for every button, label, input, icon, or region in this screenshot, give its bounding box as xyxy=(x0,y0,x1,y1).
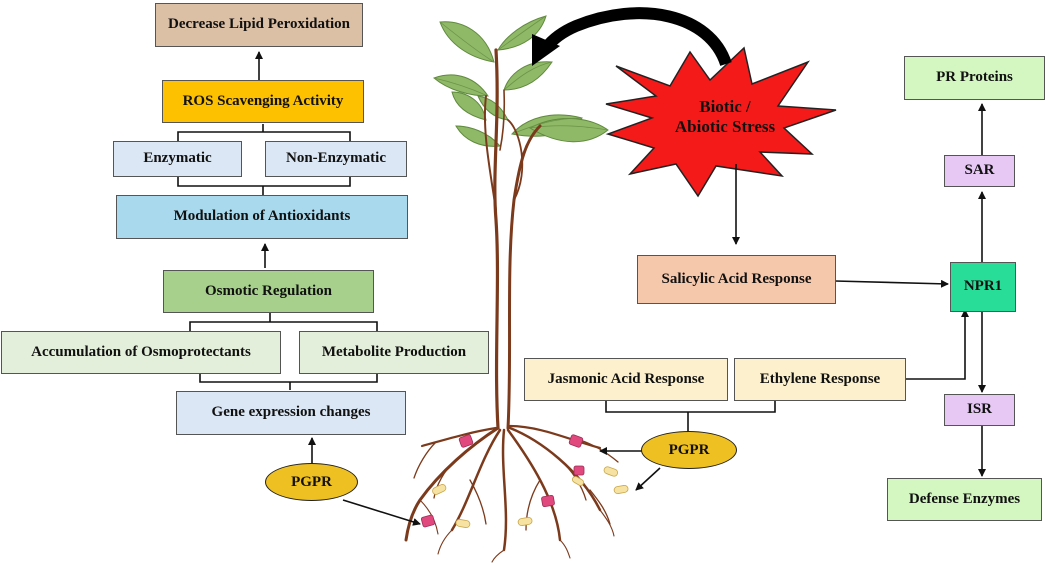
label-isr: ISR xyxy=(966,401,992,418)
label-pgpr-left: PGPR xyxy=(291,473,332,490)
plant-roots xyxy=(404,424,619,563)
box-enzymatic: Enzymatic xyxy=(113,141,242,177)
root-bacteria xyxy=(432,466,629,529)
label-enzymatic: Enzymatic xyxy=(143,150,212,167)
box-modulation-antioxidants: Modulation of Antioxidants xyxy=(116,195,408,239)
plant-illustration xyxy=(404,15,629,563)
box-npr1: NPR1 xyxy=(950,262,1016,312)
label-defense-enzymes: Defense Enzymes xyxy=(908,490,1021,507)
label-osmoprotectants: Accumulation of Osmoprotectants xyxy=(31,343,251,360)
bracket-ja-et xyxy=(605,400,776,413)
box-jasmonic-acid: Jasmonic Acid Response xyxy=(524,358,728,401)
label-non-enzymatic: Non-Enzymatic xyxy=(286,150,386,167)
curved-arrow-head xyxy=(532,34,560,66)
label-salicylic-acid: Salicylic Acid Response xyxy=(661,270,812,287)
label-metabolite-production: Metabolite Production xyxy=(321,343,467,360)
bracket-enzymatic-top xyxy=(177,131,351,142)
box-osmoprotectants: Accumulation of Osmoprotectants xyxy=(1,331,281,374)
label-ros-scavenging: ROS Scavenging Activity xyxy=(182,92,344,109)
label-decrease-lipid-peroxidation: Decrease Lipid Peroxidation xyxy=(168,16,350,33)
stress-star-shape xyxy=(605,46,837,198)
label-jasmonic-acid: Jasmonic Acid Response xyxy=(547,370,705,387)
box-pr-proteins: PR Proteins xyxy=(904,56,1045,100)
label-gene-expression: Gene expression changes xyxy=(211,404,371,421)
bracket-enzymatic-bottom xyxy=(177,176,351,187)
arrow-ethylene-to-npr1 xyxy=(906,309,969,380)
box-metabolite-production: Metabolite Production xyxy=(299,331,489,374)
label-pr-proteins: PR Proteins xyxy=(936,69,1013,86)
label-pgpr-center: PGPR xyxy=(668,441,710,458)
stress-label-line1: Biotic / xyxy=(699,97,751,117)
stress-burst xyxy=(605,46,837,198)
box-decrease-lipid-peroxidation: Decrease Lipid Peroxidation xyxy=(155,3,363,47)
stress-label: Biotic / Abiotic Stress xyxy=(650,92,800,142)
box-ros-scavenging: ROS Scavenging Activity xyxy=(162,80,364,123)
label-modulation-antioxidants: Modulation of Antioxidants xyxy=(173,208,351,225)
bracket-osmo-top xyxy=(189,321,378,332)
box-isr: ISR xyxy=(944,394,1015,426)
arrow-pgpr-to-roots-b xyxy=(635,467,661,491)
pgpr-ellipse-left: PGPR xyxy=(265,463,358,501)
arrow-salicylic-to-npr1 xyxy=(834,279,949,288)
plant-leaf-veins xyxy=(433,15,609,135)
box-salicylic-acid: Salicylic Acid Response xyxy=(637,255,836,304)
box-non-enzymatic: Non-Enzymatic xyxy=(265,141,407,177)
root-nodules xyxy=(420,434,585,528)
label-npr1: NPR1 xyxy=(963,278,1003,295)
connectors xyxy=(177,51,986,526)
box-sar: SAR xyxy=(944,155,1015,187)
box-ethylene: Ethylene Response xyxy=(734,358,906,401)
stress-label-line2: Abiotic Stress xyxy=(674,117,776,136)
arrow-pgpr-to-root xyxy=(342,499,421,526)
curved-arrow-shaft xyxy=(541,7,732,67)
box-gene-expression: Gene expression changes xyxy=(176,391,406,435)
label-sar: SAR xyxy=(964,162,995,179)
plant-stems xyxy=(483,48,542,430)
label-ethylene: Ethylene Response xyxy=(759,370,881,387)
box-defense-enzymes: Defense Enzymes xyxy=(887,478,1042,521)
bracket-osmo-bottom xyxy=(199,374,378,383)
label-osmotic-regulation: Osmotic Regulation xyxy=(204,282,333,299)
pgpr-ellipse-center: PGPR xyxy=(641,431,737,469)
box-osmotic-regulation: Osmotic Regulation xyxy=(163,270,374,313)
plant-leaves xyxy=(433,15,609,147)
